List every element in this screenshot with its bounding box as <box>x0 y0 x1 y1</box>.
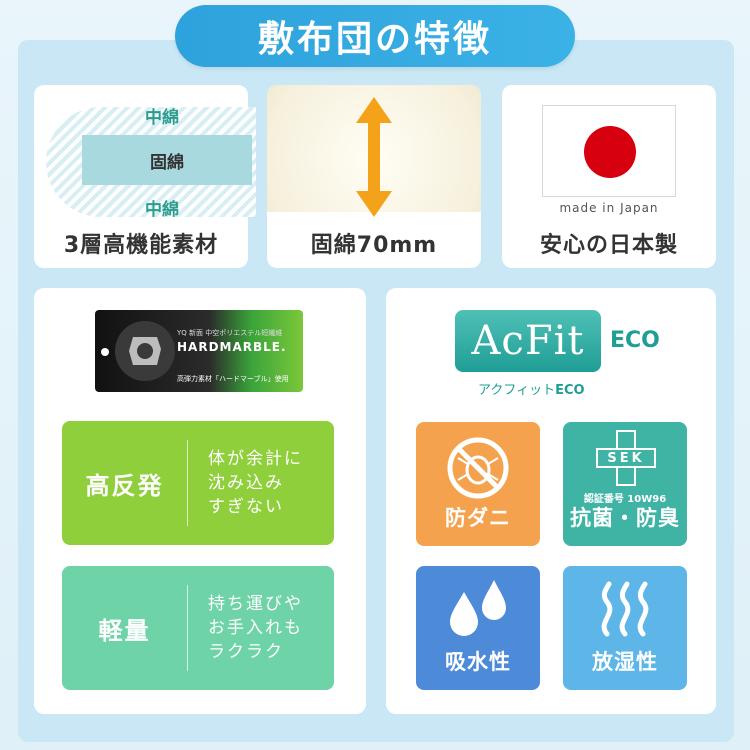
card-layers: 中綿 固綿 中綿 3層高機能素材 <box>34 85 256 268</box>
cert-number: 認証番号 10W96 <box>583 494 667 505</box>
tile-anti-mite: 防ダニ <box>416 422 540 546</box>
feature-title: 軽量 <box>98 616 151 645</box>
feature-desc-line: 体が余計に <box>208 449 303 469</box>
thickness-caption-bg <box>267 212 481 268</box>
acfit-kana-eco: ECO <box>555 383 585 398</box>
double-arrow-icon <box>356 97 392 217</box>
feature-desc-line: ラクラク <box>208 642 284 662</box>
tile-antibacterial: SEK 認証番号 10W96 抗菌・防臭 <box>563 422 687 546</box>
tile-label: 防ダニ <box>445 506 511 530</box>
feature-description: 持ち運びや お手入れも ラクラク <box>188 592 303 664</box>
layers-caption: 3層高機能素材 <box>63 233 219 258</box>
thickness-caption: 固綿70mm <box>310 233 438 258</box>
feature-high-resilience: 高反発 体が余計に 沈み込み すぎない <box>62 421 334 545</box>
feature-divider <box>187 585 188 671</box>
flag-sun <box>584 126 636 178</box>
origin-caption: 安心の日本製 <box>539 233 678 258</box>
feature-desc-line: お手入れも <box>208 618 303 638</box>
layer-bottom-label: 中綿 <box>145 200 179 220</box>
acfit-kana: アクフィットECO <box>478 379 585 398</box>
tag-hole <box>101 348 109 356</box>
tile-label: 抗菌・防臭 <box>570 506 680 530</box>
card-thickness: 固綿70mm <box>267 85 481 268</box>
feature-description: 体が余計に 沈み込み すぎない <box>188 447 303 519</box>
water-drops-icon <box>450 580 506 636</box>
page-title: 敷布団の特徴 <box>175 5 575 67</box>
made-in-japan-text: made in Japan <box>559 201 659 215</box>
acfit-eco-text: ECO <box>610 328 660 353</box>
card-origin: made in Japan 安心の日本製 <box>502 85 716 268</box>
steam-icon <box>601 581 649 637</box>
feature-title: 高反発 <box>85 471 164 500</box>
hardmarble-tag: YQ 新面 中空ポリエステル短繊維 HARDMARBLE. 高弾力素材「ハードマ… <box>95 310 303 392</box>
fiber-cross-section-icon <box>115 321 175 381</box>
feature-desc-line: 沈み込み <box>208 473 284 493</box>
tag-brand: HARDMARBLE. <box>177 340 287 354</box>
acfit-logo-text: AcFit <box>471 318 585 364</box>
feature-desc-line: 持ち運びや <box>208 594 303 614</box>
acfit-kana-text: アクフィット <box>478 383 556 398</box>
layer-core-label: 固綿 <box>82 135 252 185</box>
layer-top-label: 中綿 <box>145 108 179 128</box>
tag-bottom-line: 高弾力素材「ハードマーブル」使用 <box>177 375 289 383</box>
sek-text: SEK <box>607 450 645 466</box>
tile-moisture-release: 放湿性 <box>563 566 687 690</box>
acfit-logo: AcFit <box>455 310 601 372</box>
feature-desc-line: すぎない <box>208 497 284 517</box>
sek-cross-icon: SEK <box>596 430 656 486</box>
japan-flag <box>542 105 676 197</box>
feature-lightweight: 軽量 持ち運びや お手入れも ラクラク <box>62 566 334 690</box>
no-mite-icon <box>447 437 509 499</box>
tile-label: 吸水性 <box>445 650 511 674</box>
tile-water-absorbent: 吸水性 <box>416 566 540 690</box>
tile-label: 放湿性 <box>592 650 658 674</box>
tag-top-line: YQ 新面 中空ポリエステル短繊維 <box>177 329 283 337</box>
feature-divider <box>187 440 188 526</box>
